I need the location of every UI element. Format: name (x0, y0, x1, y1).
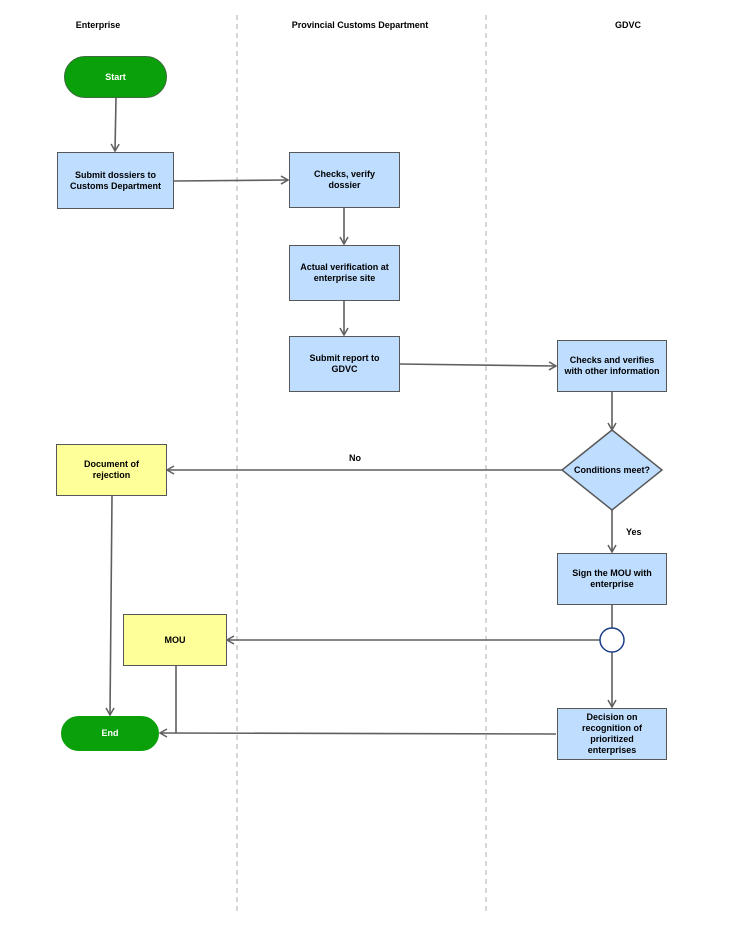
mou-node: MOU (123, 614, 227, 666)
sign-mou-node: Sign the MOU with enterprise (557, 553, 667, 605)
conditions-diamond (560, 429, 664, 511)
conditions-label: Conditions meet? (574, 465, 650, 475)
lane-title-customs: Provincial Customs Department (291, 20, 429, 30)
edge-label-yes: Yes (626, 527, 642, 537)
edge-decision-to-end (158, 728, 557, 738)
decision-node: Decision on recognition of prioritized e… (557, 708, 667, 760)
actual-verification-node: Actual verification at enterprise site (289, 245, 400, 301)
submit-report-node: Submit report to GDVC (289, 336, 400, 392)
junction-node (599, 627, 625, 653)
edge-submit-to-checks (173, 175, 290, 185)
edge-label-no: No (349, 453, 361, 463)
start-node: Start (64, 56, 167, 98)
edge-rejection-to-end (105, 495, 115, 717)
submit-dossiers-node: Submit dossiers to Customs Department (57, 152, 174, 209)
document-rejection-node: Document of rejection (56, 444, 167, 496)
checks-verify-node: Checks, verify dossier (289, 152, 400, 208)
edge-report-to-gdvc-checks (398, 361, 558, 371)
end-node: End (61, 716, 159, 751)
lane-title-gdvc: GDVC (614, 20, 641, 30)
checks-verifies-other-node: Checks and verifies with other informati… (557, 340, 667, 392)
lane-title-enterprise: Enterprise (75, 20, 121, 30)
edge-start-to-submit (110, 97, 120, 153)
